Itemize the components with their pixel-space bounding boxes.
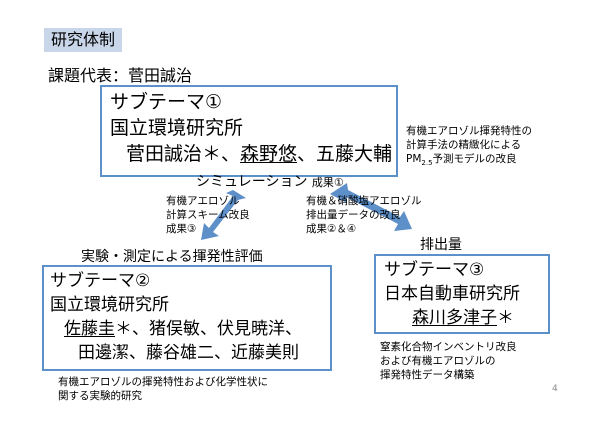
page-number: 4 (552, 384, 558, 394)
member-sato: 佐藤圭 (64, 319, 115, 339)
subtheme3-note-line3: 揮発特性データ構築 (380, 369, 475, 381)
subtheme3-note: 窒素化合物インベントリ改良 および有機エアロゾルの 揮発特性データ構築 (380, 340, 517, 382)
subtheme2-note-line1: 有機エアロゾルの揮発特性および化学性状に (58, 376, 268, 388)
flow-left-line3: 成果③ (166, 223, 197, 235)
pm-subscript: 2.5 (421, 159, 433, 168)
subtheme1-institution: 国立環境研究所 (110, 117, 244, 139)
member-goto: 、五藤大輔 (297, 143, 393, 165)
emission-label: 排出量 (420, 237, 462, 253)
subtheme2-members-line1: 佐藤圭＊、猪俣敏、伏見暁洋、 (64, 319, 302, 340)
subtheme2-institution: 国立環境研究所 (50, 295, 169, 315)
subtheme3-note-line1: 窒素化合物インベントリ改良 (380, 341, 517, 353)
subtheme2-heading: サブテーマ② (50, 271, 151, 291)
pm-note-rest: 予測モデルの改良 (432, 153, 517, 165)
subtheme2-note: 有機エアロゾルの揮発特性および化学性状に 関する実験的研究 (58, 375, 268, 403)
subtheme1-note: 有機エアロゾル揮発特性の 計算手法の精緻化による PM2.5予測モデルの改良 (406, 124, 532, 170)
flow-left-line2: 計算スキーム改良 (166, 209, 250, 221)
member-morikawa: 森川多津子 (412, 308, 497, 328)
member-morikawa-mark: ＊ (497, 308, 514, 328)
flow-right-line1: 有機＆硝酸塩アエロゾル (306, 195, 422, 207)
slide-title: 研究体制 (44, 28, 123, 52)
experiment-label: 実験・測定による揮発性評価 (81, 249, 263, 265)
arrow-sub1-sub2 (201, 190, 246, 240)
subtheme2-box: サブテーマ② 国立環境研究所 佐藤圭＊、猪俣敏、伏見暁洋、 田邊潔、藤谷雄二、近… (42, 265, 332, 371)
subtheme3-member: 森川多津子＊ (412, 308, 514, 329)
arrow-sub1-sub3 (330, 183, 412, 231)
subtheme3-institution: 日本自動車研究所 (384, 284, 520, 304)
subtheme1-note-line3: PM2.5予測モデルの改良 (406, 152, 532, 170)
flow-note-right: 有機＆硝酸塩アエロゾル 排出量データの改良 成果②＆④ (306, 194, 422, 236)
member-sugata: 菅田誠治＊、 (126, 143, 241, 165)
subtheme3-heading: サブテーマ③ (384, 260, 485, 280)
project-leader: 課題代表：菅田誠治 (48, 66, 193, 85)
simulation-label: シミュレーション 成果① (196, 171, 344, 191)
subtheme1-box: サブテーマ① 国立環境研究所 菅田誠治＊、森野悠、五藤大輔 (100, 85, 398, 177)
result1-text: 成果① (311, 176, 344, 189)
subtheme2-note-line2: 関する実験的研究 (58, 390, 142, 402)
subtheme1-heading: サブテーマ① (110, 91, 223, 113)
flow-right-line3: 成果②＆④ (306, 223, 357, 235)
subtheme2-members-line1-rest: ＊、猪俣敏、伏見暁洋、 (115, 319, 302, 339)
pm-text: PM (406, 153, 422, 165)
simulation-text: シミュレーション (196, 174, 308, 190)
subtheme1-note-line1: 有機エアロゾル揮発特性の (406, 125, 532, 137)
flow-right-line2: 排出量データの改良 (306, 209, 401, 221)
subtheme1-members: 菅田誠治＊、森野悠、五藤大輔 (126, 143, 392, 166)
subtheme2-members-line2: 田邊潔、藤谷雄二、近藤美則 (78, 343, 299, 363)
flow-note-left: 有機アエロゾル 計算スキーム改良 成果③ (166, 194, 250, 236)
member-morino: 森野悠 (240, 143, 298, 165)
subtheme3-note-line2: および有機エアロゾルの (380, 355, 496, 367)
flow-left-line1: 有機アエロゾル (166, 195, 240, 207)
subtheme3-box: サブテーマ③ 日本自動車研究所 森川多津子＊ (374, 254, 550, 334)
subtheme1-note-line2: 計算手法の精緻化による (406, 139, 522, 151)
